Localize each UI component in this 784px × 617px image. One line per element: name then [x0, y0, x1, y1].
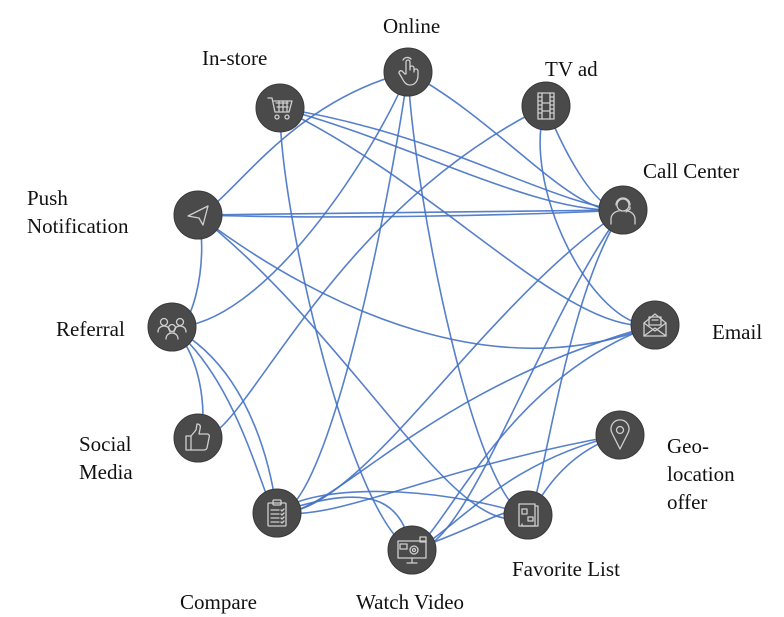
video-monitor-icon [397, 536, 427, 564]
edge-instore-video [279, 107, 413, 551]
touch-hand-icon [398, 56, 419, 86]
edge-online-push [197, 71, 409, 216]
label-compare-line: Compare [180, 590, 257, 614]
label-instore: In-store [202, 44, 267, 72]
node-favorite-circle [503, 490, 553, 540]
edge-callcenter-push [197, 209, 624, 218]
label-email: Email [712, 318, 762, 346]
node-callcenter-circle [598, 185, 648, 235]
label-favorite-line: Favorite List [512, 557, 620, 581]
node-tvad [521, 81, 571, 131]
label-instore-line: In-store [202, 46, 268, 70]
node-geo-circle [595, 410, 645, 460]
node-online [383, 47, 433, 97]
label-video: Watch Video [356, 588, 464, 616]
edges-layer [171, 71, 656, 551]
edge-callcenter-push [197, 209, 624, 216]
edge-push-favorite [197, 214, 529, 520]
node-instore-circle [255, 83, 305, 133]
shopping-cart-icon [267, 97, 293, 120]
label-callcenter-line: Call Center [643, 159, 740, 183]
label-social-line: Social [79, 432, 132, 456]
node-email [630, 300, 680, 350]
edge-email-push [197, 214, 656, 349]
edge-instore-email [279, 107, 656, 327]
label-referral-line: Referral [56, 317, 125, 341]
label-geo: Geo-location offer [667, 432, 735, 516]
node-social [173, 413, 223, 463]
edge-online-compare [276, 71, 409, 514]
edge-tvad-email [539, 105, 656, 326]
headset-agent-icon [610, 197, 636, 225]
open-envelope-icon [643, 313, 667, 337]
label-social-line: Media [79, 460, 133, 484]
node-instore [255, 83, 305, 133]
label-tvad: TV ad [545, 55, 598, 83]
send-arrow-icon [187, 205, 209, 226]
nodes-layer [147, 47, 680, 575]
edge-email-compare [276, 324, 656, 514]
film-strip-icon [537, 92, 555, 120]
label-geo-line: Geo- [667, 434, 709, 458]
node-online-circle [383, 47, 433, 97]
node-compare [252, 488, 302, 538]
node-geo [595, 410, 645, 460]
node-push [173, 190, 223, 240]
label-referral: Referral [56, 315, 125, 343]
edge-online-favorite [407, 71, 529, 516]
node-callcenter [598, 185, 648, 235]
node-favorite [503, 490, 553, 540]
label-callcenter: Call Center [643, 157, 739, 185]
label-geo-line: offer [667, 490, 708, 514]
label-geo-line: location [667, 462, 735, 486]
label-tvad-line: TV ad [545, 57, 598, 81]
edge-instore-callcenter [279, 107, 624, 211]
node-compare-circle [252, 488, 302, 538]
thumbs-up-icon [185, 423, 211, 451]
node-push-circle [173, 190, 223, 240]
label-compare: Compare [180, 588, 257, 616]
label-push-line: Push [27, 186, 68, 210]
edge-instore-callcenter [279, 107, 624, 211]
node-video [387, 525, 437, 575]
label-video-line: Watch Video [356, 590, 465, 614]
favorites-board-icon [518, 503, 539, 527]
edge-geo-compare [276, 434, 621, 515]
label-push-line: Notification [27, 214, 129, 238]
label-online: Online [383, 12, 440, 40]
label-email-line: Email [712, 320, 763, 344]
node-tvad-circle [521, 81, 571, 131]
node-social-circle [173, 413, 223, 463]
people-group-icon [157, 317, 187, 340]
location-pin-icon [610, 419, 630, 450]
clipboard-checklist-icon [267, 499, 287, 527]
label-online-line: Online [383, 14, 441, 38]
edge-online-referral [171, 71, 409, 328]
label-favorite: Favorite List [512, 555, 620, 583]
node-referral [147, 302, 197, 352]
edge-callcenter-favorite [527, 209, 624, 516]
node-referral-circle [147, 302, 197, 352]
